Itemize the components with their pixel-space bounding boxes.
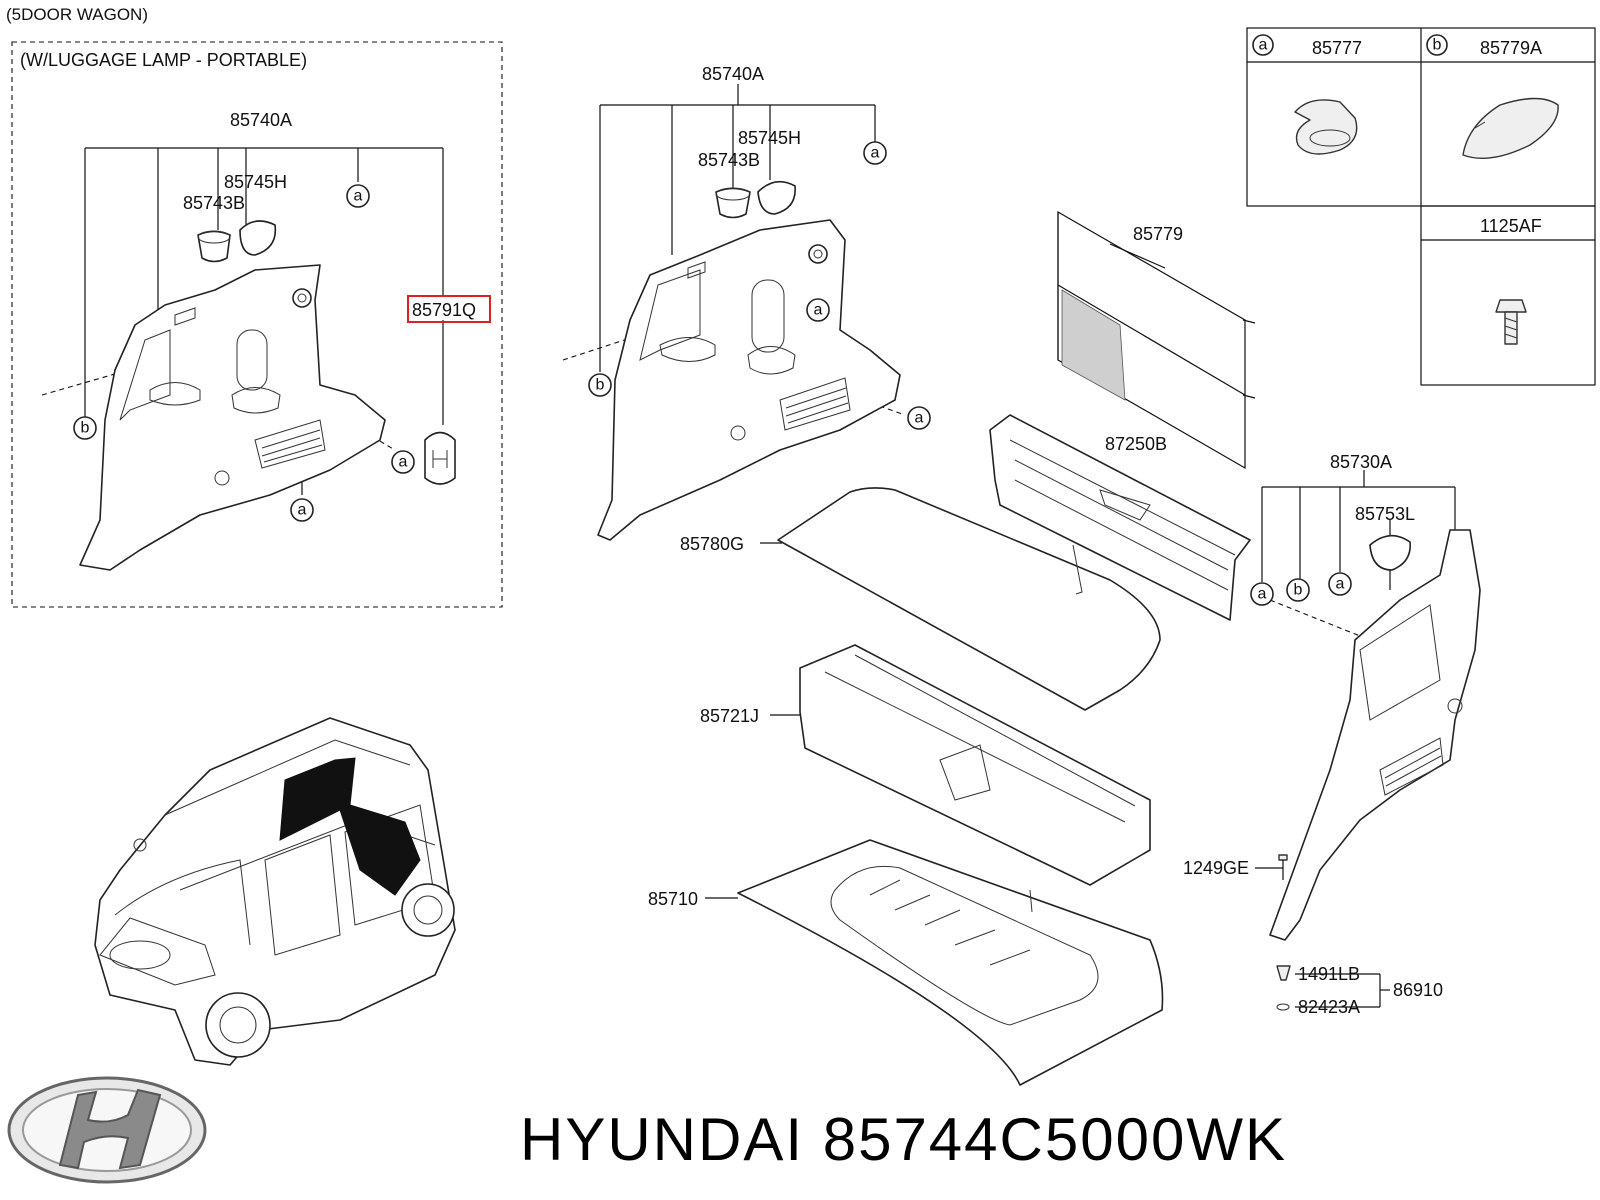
label-82423A: 82423A	[1298, 997, 1360, 1017]
floor-covering	[737, 839, 1164, 1086]
clip-85779A-icon	[1462, 97, 1559, 160]
center-label-85745H: 85745H	[738, 128, 801, 148]
inset-clip-icon	[292, 288, 312, 308]
marker-a-icon: a	[915, 410, 924, 427]
inset-label-85745H: 85745H	[224, 172, 287, 192]
label-85730A: 85730A	[1330, 452, 1392, 472]
brand-name: HYUNDAI	[520, 1106, 805, 1173]
luggage-tray	[799, 644, 1151, 886]
legend-marker-b-label: b	[1433, 37, 1442, 54]
caption-text: HYUNDAI 85744C5000WK	[520, 1090, 1287, 1190]
label-1249GE: 1249GE	[1183, 858, 1249, 878]
vehicle-illustration	[94, 717, 456, 1066]
inset-side-trim	[79, 264, 386, 571]
marker-a-icon: a	[399, 454, 408, 471]
legend-85777: 85777	[1312, 38, 1362, 58]
inset-label-85743B: 85743B	[183, 193, 245, 213]
inset-cap	[239, 220, 277, 256]
label-87250B: 87250B	[1105, 434, 1167, 454]
legend-marker-b-icon	[1426, 34, 1448, 56]
washer-82423A-icon	[1276, 1003, 1290, 1011]
marker-b-icon: b	[1294, 582, 1303, 599]
inset-cup-holder	[197, 230, 231, 263]
marker-b-icon: b	[596, 377, 605, 394]
inset-markers: a b a a	[73, 184, 415, 522]
center-cup-holder	[715, 187, 751, 219]
inset-label-85740A: 85740A	[230, 110, 292, 130]
clip-1491LB-icon	[1276, 965, 1291, 981]
marker-a-icon: a	[298, 502, 307, 519]
bolt-1249GE-icon	[1278, 854, 1288, 880]
marker-a-icon: a	[871, 145, 880, 162]
label-85780G: 85780G	[680, 534, 744, 554]
marker-a-icon: a	[354, 188, 363, 205]
marker-b-icon: b	[81, 420, 90, 437]
part-number: 85744C5000WK	[822, 1106, 1288, 1173]
right-cap	[1369, 534, 1411, 571]
right-leaders	[1255, 470, 1456, 1008]
label-85710: 85710	[648, 889, 698, 909]
inset-luggage-lamp	[424, 431, 456, 485]
cargo-net	[1057, 210, 1256, 470]
diagram-header: (5DOOR WAGON)	[6, 5, 148, 24]
center-cap	[757, 180, 796, 215]
center-side-trim	[597, 219, 901, 541]
label-85779: 85779	[1133, 224, 1183, 244]
center-markers: a a b a	[588, 141, 931, 430]
label-85753L: 85753L	[1355, 504, 1415, 524]
bolt-1125AF-icon	[1495, 299, 1527, 345]
legend-marker-a-icon	[1252, 34, 1274, 56]
legend-marker-a-label: a	[1259, 37, 1268, 54]
sill-plate	[989, 414, 1251, 621]
right-markers: a b a	[1250, 572, 1352, 606]
inset-box	[11, 41, 503, 608]
marker-a-icon: a	[1258, 586, 1267, 603]
label-86910: 86910	[1393, 980, 1443, 1000]
center-label-85743B: 85743B	[698, 150, 760, 170]
legend-1125AF: 1125AF	[1480, 216, 1542, 236]
label-1491LB: 1491LB	[1298, 964, 1360, 984]
marker-a-icon: a	[1336, 576, 1345, 593]
luggage-board	[777, 487, 1161, 711]
highlight-box	[407, 295, 491, 323]
marker-a-icon: a	[814, 302, 823, 319]
center-label-85740A: 85740A	[702, 64, 764, 84]
label-85721J: 85721J	[700, 706, 759, 726]
inset-title: (W/LUGGAGE LAMP - PORTABLE)	[20, 50, 307, 70]
center-clip-icon	[808, 244, 828, 264]
right-side-trim	[1269, 529, 1481, 941]
inset-label-85791Q[interactable]: 85791Q	[412, 300, 476, 320]
legend-85779A: 85779A	[1480, 38, 1542, 58]
clip-85777-icon	[1294, 99, 1358, 155]
legend-table	[1246, 27, 1596, 386]
hyundai-logo	[7, 1076, 207, 1184]
